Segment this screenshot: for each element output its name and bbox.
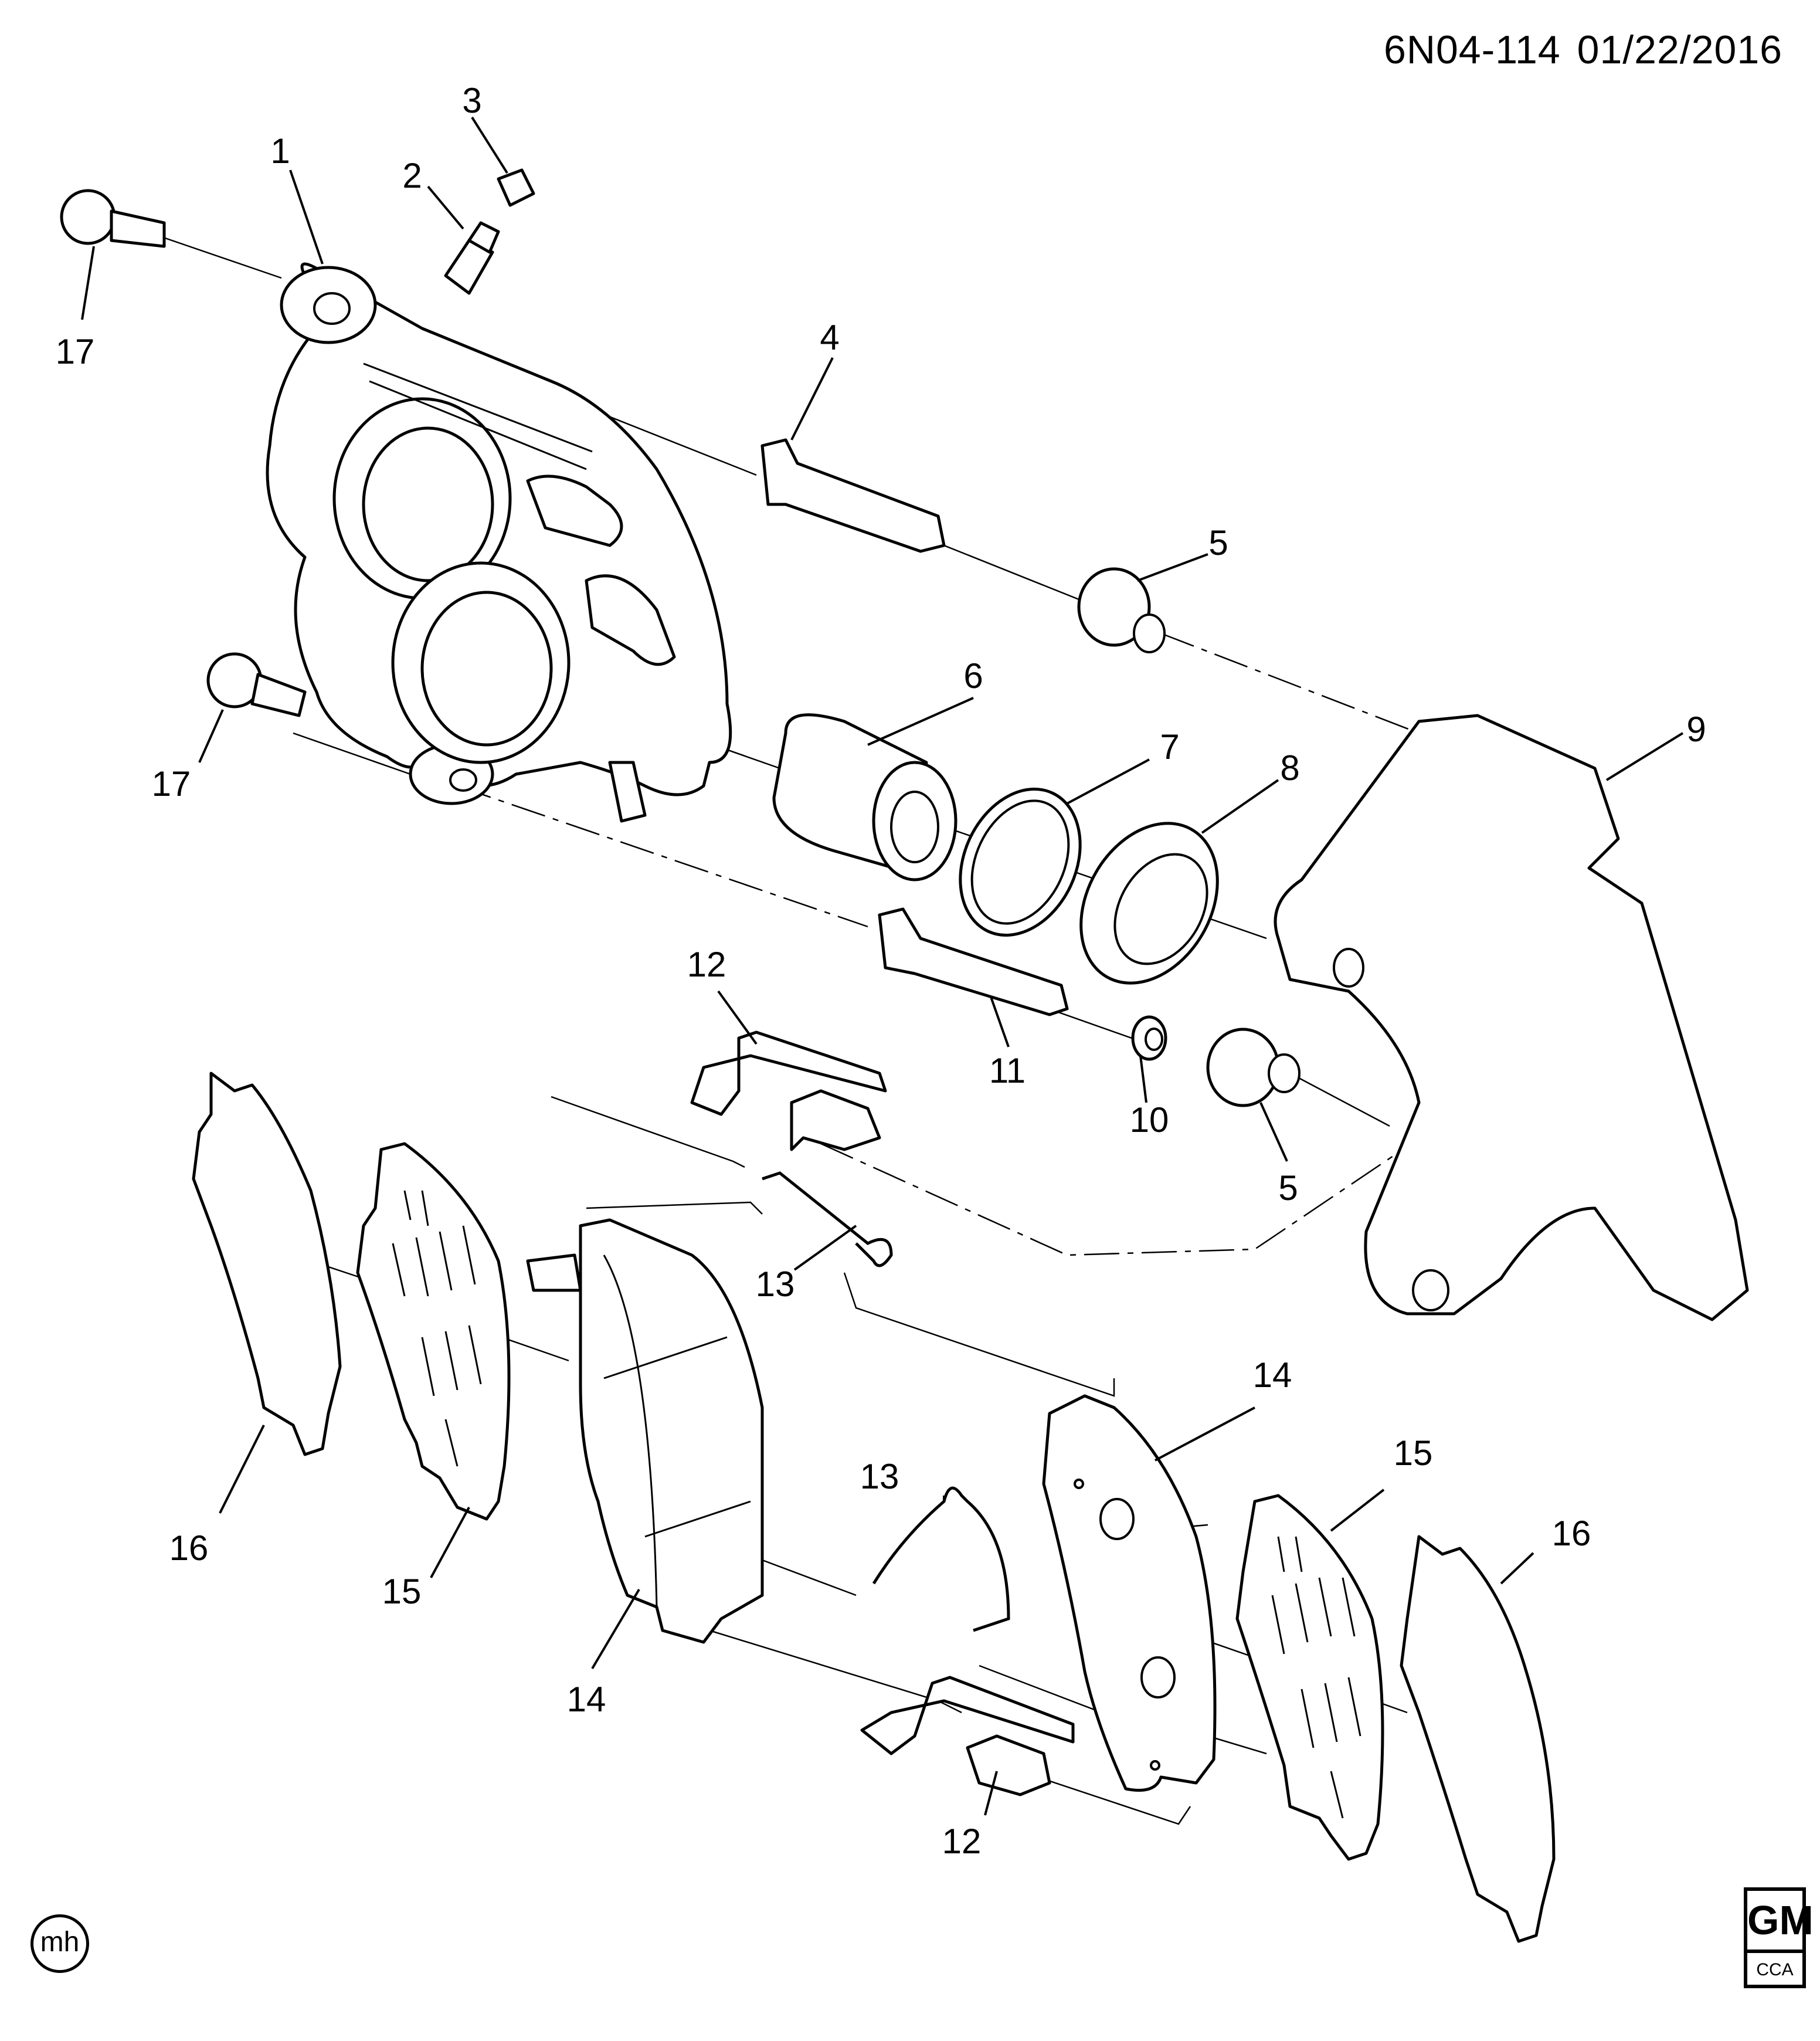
brake-pad-inner	[526, 1218, 764, 1644]
gm-logo-subtext: CCA	[1756, 1960, 1794, 1979]
piston-dust-boot	[1079, 822, 1219, 985]
callout-13-upper: 13	[755, 1264, 795, 1304]
callout-13-lower: 13	[860, 1457, 899, 1496]
callout-11: 11	[989, 1051, 1026, 1090]
pad-insulator-inner	[192, 1072, 342, 1456]
caliper-bolt-upper	[60, 189, 166, 248]
callout-15-outer: 15	[1393, 1433, 1433, 1473]
callout-5-upper: 5	[1208, 523, 1228, 562]
callout-8: 8	[1280, 748, 1300, 788]
callout-10: 10	[1129, 1100, 1169, 1140]
pad-clip-upper	[690, 1030, 887, 1151]
guide-pin-boot-lower	[1206, 1028, 1301, 1107]
callout-12-upper: 12	[687, 945, 726, 984]
gm-logo-text: GM	[1747, 1891, 1814, 1953]
guide-pin-boot-upper	[1077, 567, 1166, 653]
pad-spring-lower	[872, 1486, 1010, 1632]
pad-shim-outer	[1235, 1494, 1384, 1861]
callout-15-inner: 15	[382, 1572, 422, 1611]
callout-12-lower: 12	[942, 1822, 982, 1861]
caliper-piston	[772, 713, 957, 882]
guide-pin-bushing	[1131, 1015, 1167, 1061]
pad-insulator-outer	[1400, 1535, 1556, 1943]
callout-9: 9	[1686, 710, 1706, 749]
guide-pin-lower	[878, 907, 1069, 1016]
gm-logo: GM CCA	[1744, 1887, 1814, 1988]
callout-17-upper: 17	[55, 332, 95, 371]
leader-lines	[81, 116, 1684, 1816]
callout-16-outer: 16	[1551, 1514, 1591, 1553]
caliper-bolt-lower	[206, 652, 307, 717]
callout-14-outer: 14	[1252, 1355, 1292, 1395]
callout-1: 1	[270, 131, 290, 171]
callout-14-inner: 14	[566, 1680, 606, 1719]
callout-5-lower: 5	[1278, 1168, 1298, 1208]
piston-seal	[959, 788, 1082, 937]
bleeder-valve	[444, 221, 500, 295]
diagram-id: 6N04-114	[1384, 28, 1561, 72]
callout-16-inner: 16	[169, 1528, 209, 1568]
artist-initials-mark: mh	[30, 1914, 89, 1973]
shim-slots-inner	[392, 1190, 482, 1467]
guide-pin-upper	[760, 438, 946, 553]
caliper-housing	[266, 262, 732, 823]
diagram-reference: 6N04-114 01/22/2016	[1384, 27, 1782, 73]
callout-2: 2	[402, 156, 422, 195]
caliper-bracket	[1274, 714, 1749, 1321]
diagram-date: 01/22/2016	[1577, 28, 1782, 72]
pad-shim-inner	[356, 1142, 511, 1521]
bleeder-cap	[497, 168, 535, 207]
brake-pad-outer	[1042, 1394, 1217, 1792]
callout-3: 3	[462, 81, 482, 120]
callout-4: 4	[820, 318, 840, 357]
callout-17-lower: 17	[151, 764, 191, 803]
pad-clip-lower	[860, 1676, 1075, 1796]
callout-7: 7	[1160, 727, 1180, 767]
pad-spring-upper	[762, 1171, 893, 1267]
callout-6: 6	[963, 656, 983, 696]
shim-slots-outer	[1271, 1536, 1361, 1819]
